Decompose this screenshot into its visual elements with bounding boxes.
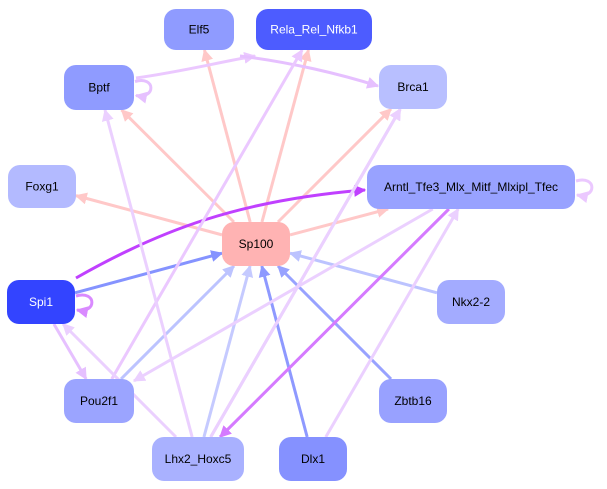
node-spi1[interactable]: Spi1: [7, 280, 75, 324]
edge-pou2f1-to-rela-rel-nfkb1: [110, 48, 304, 380]
edge-sp100-to-elf5: [201, 48, 252, 223]
edge-sp100-to-bptf: [120, 108, 235, 224]
node-label: Dlx1: [301, 452, 325, 466]
node-box: [64, 379, 134, 423]
edge-lhx2-hoxc5-to-sp100: [202, 264, 254, 438]
node-label: Foxg1: [25, 180, 59, 194]
node-label: Bptf: [88, 81, 110, 95]
edge-pou2f1-to-sp100: [119, 264, 236, 381]
node-box: [379, 65, 447, 109]
edge-sp100-to-rela-rel-nfkb1: [260, 48, 312, 223]
node-pou2f1[interactable]: Pou2f1: [64, 379, 134, 423]
node-sp100[interactable]: Sp100: [222, 222, 290, 266]
node-label: Sp100: [239, 237, 274, 251]
node-box: [256, 9, 372, 50]
node-label: Zbtb16: [394, 394, 432, 408]
node-label: Nkx2-2: [452, 295, 490, 309]
edge-elf5-to-brca1: [239, 54, 380, 89]
node-box: [164, 9, 234, 50]
self-loop-bptf: [134, 79, 153, 104]
edge-spi1-to-pou2f1: [52, 323, 88, 381]
node-box: [367, 165, 575, 209]
node-box: [64, 65, 134, 110]
node-box: [8, 165, 76, 208]
node-label: Arntl_Tfe3_Mlx_Mitf_Mlxipl_Tfec: [384, 180, 558, 194]
edge-sp100-to-brca1: [276, 107, 393, 224]
edge-arntl-tfe3-mlx-mitf-mlxipl-tfec-to-pou2f1: [132, 207, 434, 383]
node-box: [152, 437, 244, 481]
node-arntl-tfe3-mlx-mitf-mlxipl-tfec[interactable]: Arntl_Tfe3_Mlx_Mitf_Mlxipl_Tfec: [367, 165, 575, 209]
node-box: [437, 280, 505, 324]
node-label: Lhx2_Hoxc5: [165, 452, 232, 466]
node-elf5[interactable]: Elf5: [164, 9, 234, 50]
edge-dlx1-to-sp100: [258, 264, 309, 438]
node-box: [7, 280, 75, 324]
node-rela-rel-nfkb1[interactable]: Rela_Rel_Nfkb1: [256, 9, 372, 50]
edge-dlx1-to-arntl-tfe3-mlx-mitf-mlxipl-tfec: [324, 207, 460, 438]
self-loop-spi1: [75, 293, 94, 318]
edge-bptf-to-rela-rel-nfkb1: [135, 51, 257, 80]
node-box: [222, 222, 290, 266]
node-label: Elf5: [189, 23, 210, 37]
node-dlx1[interactable]: Dlx1: [279, 437, 347, 481]
edge-lhx2-hoxc5-to-brca1: [209, 107, 402, 438]
node-label: Spi1: [29, 295, 53, 309]
node-foxg1[interactable]: Foxg1: [8, 165, 76, 208]
node-label: Brca1: [397, 80, 429, 94]
node-zbtb16[interactable]: Zbtb16: [379, 379, 447, 423]
node-lhx2-hoxc5[interactable]: Lhx2_Hoxc5: [152, 437, 244, 481]
node-box: [279, 437, 347, 481]
edge-lhx2-hoxc5-to-bptf: [101, 108, 194, 438]
node-nkx2-2[interactable]: Nkx2-2: [437, 280, 505, 324]
node-label: Pou2f1: [80, 394, 118, 408]
node-box: [379, 379, 447, 423]
node-bptf[interactable]: Bptf: [64, 65, 134, 110]
self-loop-arntl-tfe3-mlx-mitf-mlxipl-tfec: [575, 178, 594, 203]
edges-layer: [52, 48, 594, 439]
edge-arntl-tfe3-mlx-mitf-mlxipl-tfec-to-lhx2-hoxc5: [219, 207, 450, 439]
node-brca1[interactable]: Brca1: [379, 65, 447, 109]
edge-sp100-to-arntl-tfe3-mlx-mitf-mlxipl-tfec: [289, 205, 390, 237]
node-label: Rela_Rel_Nfkb1: [270, 23, 358, 37]
